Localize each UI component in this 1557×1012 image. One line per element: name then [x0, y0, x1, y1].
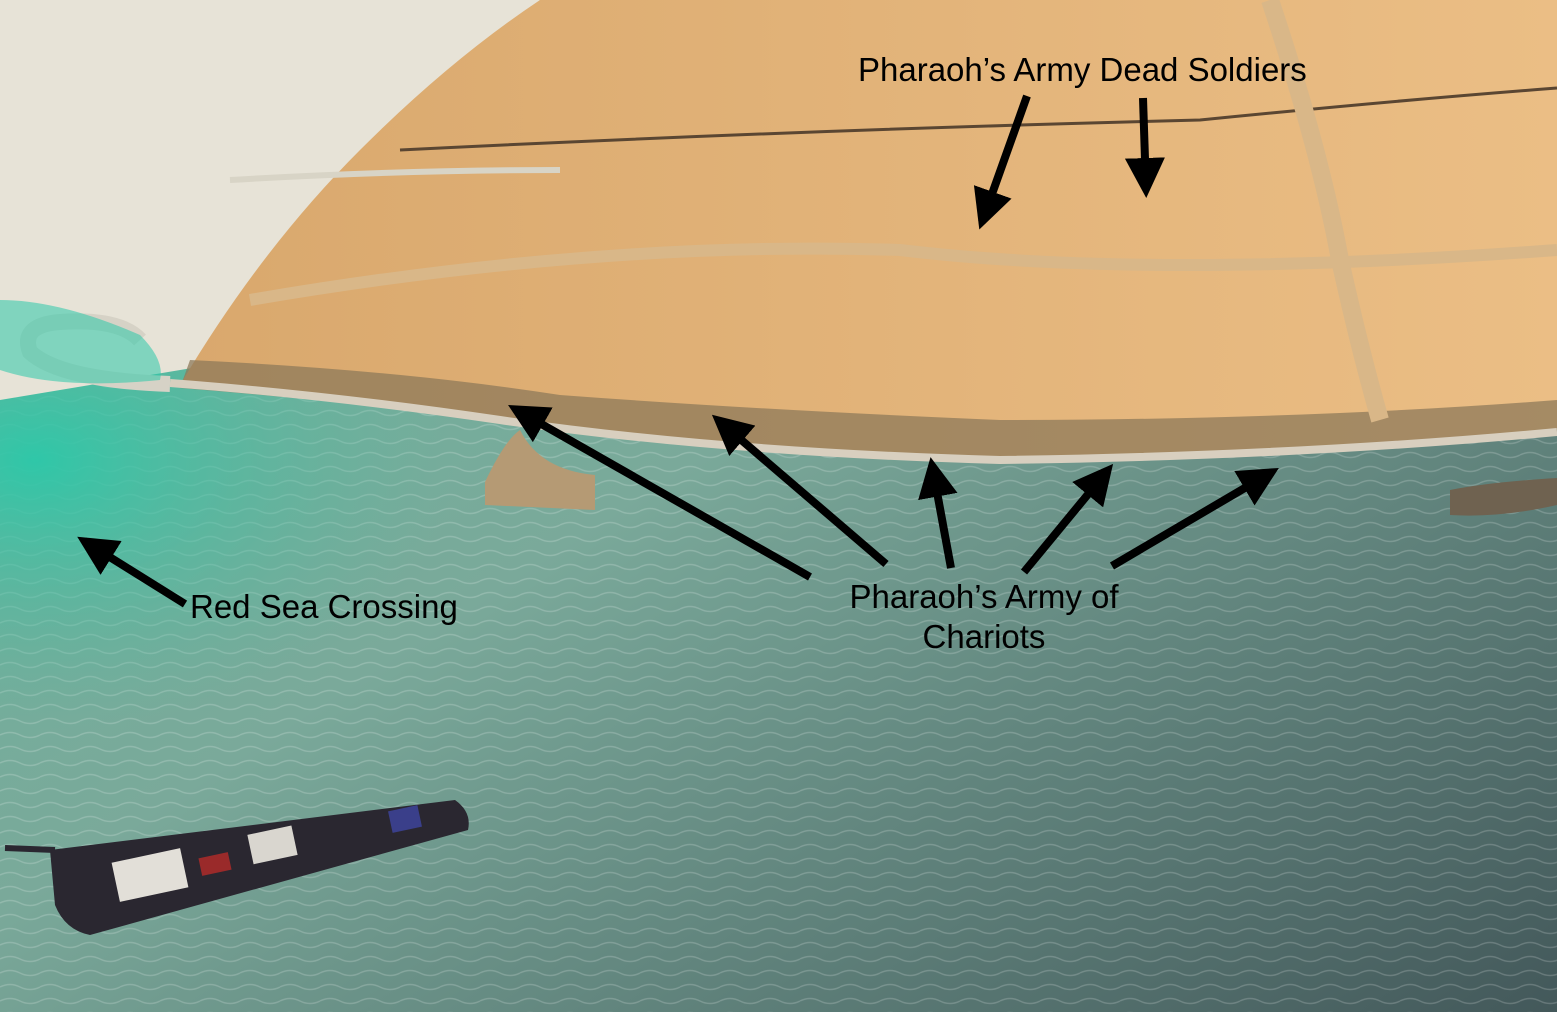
arrow-icon	[77, 536, 188, 608]
ship-hull	[50, 800, 469, 935]
arrow-icon	[711, 414, 889, 568]
arrow-icon	[1124, 97, 1165, 198]
label-army-of-chariots: Pharaoh’s Army of Chariots	[838, 577, 1130, 657]
ship-pipe	[4, 845, 56, 853]
arrow-icon	[918, 457, 958, 569]
sand-road	[1261, 0, 1389, 423]
ship-blue-block	[388, 805, 422, 833]
ship-cabin	[247, 825, 298, 865]
label-red-sea-crossing: Red Sea Crossing	[190, 588, 458, 625]
dredger-ship	[4, 800, 469, 935]
shoreline	[169, 379, 1557, 465]
arrow-icon	[1109, 467, 1279, 570]
shore-vegetation	[180, 360, 1557, 458]
white-sand	[0, 0, 540, 400]
arrow-icon	[1020, 463, 1114, 575]
arrow-icon	[973, 94, 1031, 230]
ridge-line	[399, 86, 1557, 152]
lagoon	[0, 300, 161, 384]
arrow-icon	[508, 405, 812, 581]
jetty	[485, 430, 595, 510]
ship-deck-house	[111, 848, 189, 902]
jetty-right	[1450, 478, 1557, 516]
white-track	[229, 167, 561, 183]
ship-red-block	[198, 852, 232, 876]
label-chariots-line1: Pharaoh’s Army of	[849, 578, 1119, 615]
sand-track	[248, 242, 1557, 306]
label-chariots-line2: Chariots	[922, 618, 1046, 655]
label-dead-soldiers: Pharaoh’s Army Dead Soldiers	[858, 51, 1307, 88]
desert-land	[180, 0, 1557, 460]
